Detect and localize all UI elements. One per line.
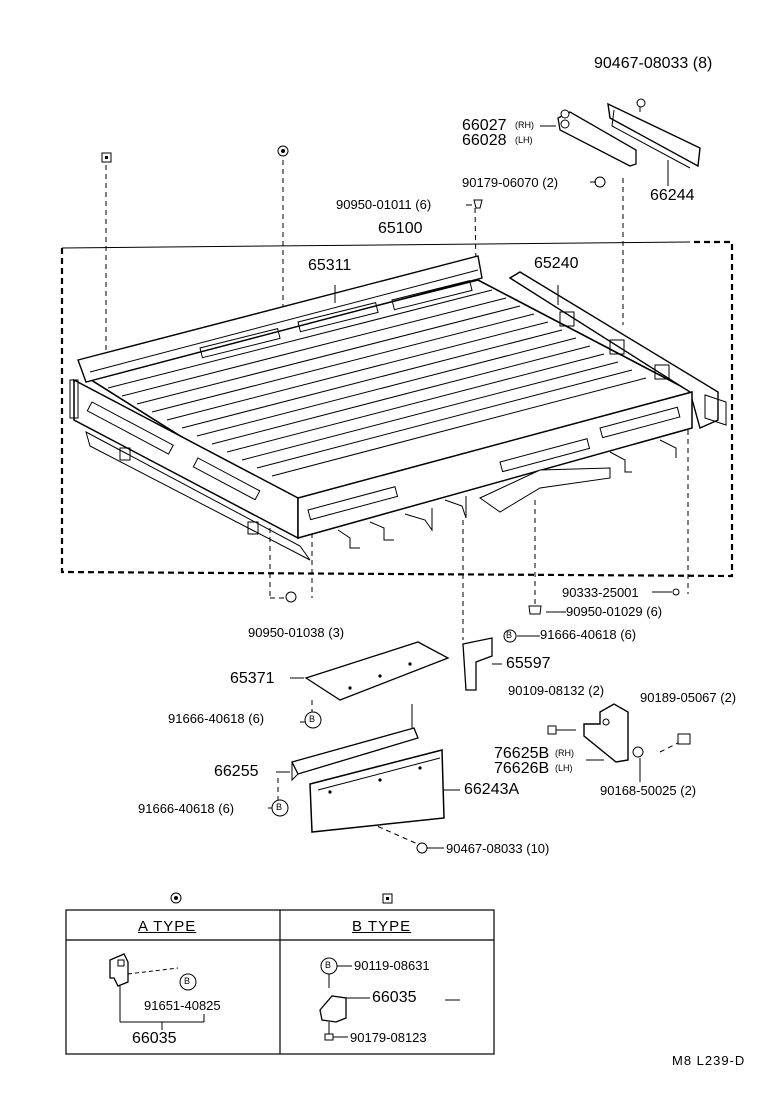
b-type-label-90119-08631: 90119-08631: [354, 958, 430, 973]
label-66027-side: (RH): [515, 120, 534, 130]
side-panel-left: [69, 378, 311, 561]
front-panel-65311: [77, 255, 483, 383]
hinge-bar-66255: [276, 704, 419, 782]
label-90179-06070: 90179-06070 (2): [462, 175, 559, 190]
bracket-76625B-76626B: [547, 703, 691, 782]
label-90950-01038: 90950-01038 (3): [248, 625, 345, 640]
badge-b-icon: B: [276, 802, 283, 812]
a-type-label-66035: 66035: [132, 1030, 177, 1047]
label-90109-08132: 90109-08132 (2): [508, 683, 605, 698]
label-76625B: 76625B: [494, 745, 550, 762]
a-type-label-91651-40825: 91651-40825: [144, 998, 221, 1013]
bracket-65597: [462, 637, 502, 691]
badge-b-icon: B: [325, 960, 332, 970]
label-90333-25001: 90333-25001: [562, 585, 639, 600]
label-76625B-side: (RH): [555, 748, 574, 758]
label-66255: 66255: [214, 763, 259, 780]
label-66028: 66028: [462, 132, 507, 149]
type-legend-box: [65, 892, 495, 1055]
b-type-title: B TYPE: [352, 918, 412, 935]
label-90950-01029: 90950-01029 (6): [566, 604, 663, 619]
assembly-outline-65100: [60, 240, 734, 578]
b-type-label-90179-08123: 90179-08123: [350, 1030, 427, 1045]
plate-65371: [290, 641, 450, 701]
mud-flap-66243A: [309, 749, 460, 833]
label-65100: 65100: [378, 220, 423, 237]
badge-b-icon: B: [309, 714, 316, 724]
b-type-illustration: [319, 957, 370, 1041]
label-76626B-side: (LH): [555, 763, 573, 773]
a-type-title: A TYPE: [138, 918, 197, 935]
label-76626B: 76626B: [494, 760, 550, 777]
label-90168-50025: 90168-50025 (2): [600, 783, 697, 798]
label-66027: 66027: [462, 117, 507, 134]
label-66028-side: (LH): [515, 135, 533, 145]
label-90467-08033-10: 90467-08033 (10): [446, 841, 550, 856]
fasteners-mid: [285, 588, 680, 643]
label-91666-40618-b: 91666-40618 (6): [168, 711, 265, 726]
label-65311: 65311: [308, 257, 352, 274]
label-66244: 66244: [650, 187, 695, 204]
label-90950-01011: 90950-01011 (6): [336, 197, 432, 212]
label-90189-05067: 90189-05067 (2): [640, 690, 737, 705]
a-type-illustration: [109, 953, 205, 1030]
label-66243A: 66243A: [464, 781, 520, 798]
badge-b-icon: B: [184, 976, 191, 986]
drawing-code: M8 L239-D: [672, 1053, 746, 1068]
label-leaders: [268, 204, 672, 1001]
label-91666-40618-c: 91666-40618 (6): [138, 801, 235, 816]
label-65371: 65371: [230, 670, 275, 687]
label-65240: 65240: [534, 255, 579, 272]
b-type-label-66035: 66035: [372, 989, 417, 1006]
badge-b-icon: B: [506, 630, 513, 640]
label-90467-08033-8: 90467-08033 (8): [594, 55, 713, 72]
bracket-66027-66028: [540, 109, 637, 167]
label-65597: 65597: [506, 655, 551, 672]
underframe-brackets: [337, 439, 677, 549]
fasteners-bottom: [271, 711, 444, 854]
guard-panel-66244: [607, 102, 701, 186]
label-91666-40618-a: 91666-40618 (6): [540, 627, 637, 642]
side-panel-right: [297, 391, 693, 539]
fasteners-top: [101, 98, 646, 209]
